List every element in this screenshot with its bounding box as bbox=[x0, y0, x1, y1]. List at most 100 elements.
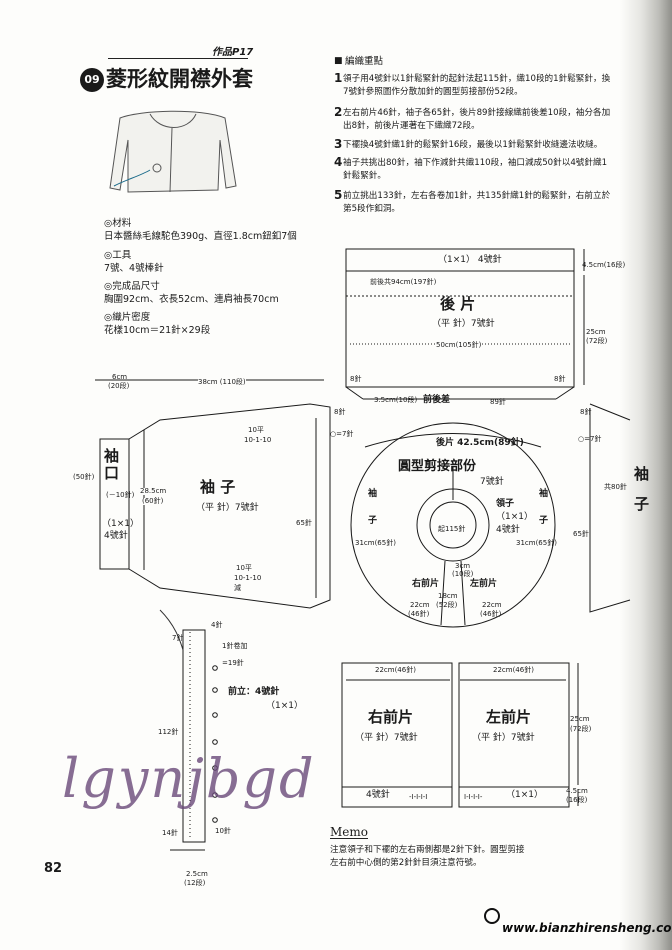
sleeve-cuff-title-2: 口 bbox=[104, 464, 120, 482]
left-front-rib-mark: I-I-I-I- bbox=[464, 793, 483, 801]
right-front-rib-label: 4號針 bbox=[366, 790, 390, 800]
right-sleeve-total: 共80針 bbox=[604, 483, 627, 491]
yoke-left-dim: 31cm(65針) bbox=[355, 539, 396, 547]
yoke-right-front: 右前片 bbox=[412, 579, 440, 589]
yoke-center-3cm-rows: (10段) bbox=[452, 570, 474, 578]
memo-line: 左右前中心側的第2針針目須注意符號。 bbox=[330, 858, 482, 868]
yoke-left-front-dim: 22cm bbox=[482, 601, 502, 609]
yoke-right-sleeve-1: 袖 bbox=[539, 489, 549, 499]
band-stitch-112: 112針 bbox=[158, 728, 179, 736]
right-front-stitch: （平 針）7號針 bbox=[355, 733, 418, 743]
right-front-width-dim: 22cm(46針) bbox=[375, 666, 416, 674]
sleeve-cuff-decrease: (－10針) bbox=[106, 491, 135, 499]
right-sleeve-outline bbox=[589, 403, 631, 613]
yoke-right-front-dim: 22cm bbox=[410, 601, 430, 609]
notes-heading: 編織重點 bbox=[345, 56, 384, 67]
note-line: 左右前片46針，袖子各65針，後片89針接線織前後差10段，袖分各加 bbox=[343, 108, 611, 118]
left-front-height-dim: 25cm bbox=[570, 715, 590, 723]
tools-heading: ◎工具 bbox=[104, 250, 132, 261]
size-text: 胸圍92cm、衣長52cm、連肩袖長70cm bbox=[104, 294, 279, 305]
sleeve-height-dim: 28.5cm bbox=[140, 487, 167, 495]
left-sleeve-outline bbox=[128, 403, 331, 609]
sleeve-cuff-stitches: (50針) bbox=[73, 473, 95, 481]
yoke-right-front-stitch: (46針) bbox=[408, 610, 430, 618]
memo-heading: Memo bbox=[330, 825, 368, 839]
right-sleeve-title-2: 子 bbox=[634, 495, 650, 513]
back-rib-height: 4.5cm(16段) bbox=[582, 261, 626, 269]
band-stitch-19: =19針 bbox=[222, 659, 244, 667]
right-sleeve-7: ○=7針 bbox=[578, 435, 602, 443]
band-title: 前立：4號針 bbox=[228, 687, 280, 697]
watermark-text: lgynjbgd bbox=[62, 747, 316, 810]
sleeve-bottom-inc-1: 10平 bbox=[236, 564, 252, 572]
page-spine-shadow bbox=[620, 0, 672, 950]
collar-circle bbox=[429, 501, 477, 549]
sleeve-right-7: ○=7針 bbox=[330, 430, 354, 438]
yoke-left-sleeve-2: 子 bbox=[368, 516, 378, 526]
back-body-outline bbox=[345, 271, 575, 388]
left-front-stitch: （平 針）7號針 bbox=[472, 733, 535, 743]
yoke-left-front-stitch: (46針) bbox=[480, 610, 502, 618]
sleeve-cuff-rib: （1×1） bbox=[102, 519, 139, 529]
sleeve-cuff-needle: 4號針 bbox=[104, 531, 128, 541]
band-stitch-14: 14針 bbox=[162, 829, 178, 837]
pattern-number-badge: 09 bbox=[80, 68, 104, 92]
sleeve-bottom-inc-3: 減 bbox=[234, 584, 241, 592]
left-front-title: 左前片 bbox=[486, 708, 532, 726]
note-line: 前立挑出133針，左右各卷加1針，共135針織1針的鬆緊針，右前立於 bbox=[343, 191, 611, 201]
back-stitch: （平 針）7號針 bbox=[432, 319, 495, 329]
left-front-rib-height: 4.5cm bbox=[566, 787, 588, 795]
materials-text: 日本醬絲毛線駝色390g、直徑1.8cm鈕釦7個 bbox=[104, 231, 297, 242]
left-front-height-rows: (72段) bbox=[570, 725, 592, 733]
site-logo-icon bbox=[484, 908, 500, 924]
gauge-text: 花樣10cm＝21針×29段 bbox=[104, 325, 211, 336]
yoke-center-3cm: 3cm bbox=[455, 562, 471, 570]
back-diff-label: 前後差 bbox=[423, 395, 451, 405]
note-line: 袖子共挑出80針，袖下作減針共織110段，袖口減成50針以4號針織1 bbox=[343, 158, 608, 168]
back-height-dim: 25cm bbox=[586, 328, 606, 336]
note-line: 針鬆緊針。 bbox=[343, 171, 386, 181]
note-number: 3 bbox=[334, 137, 343, 151]
sleeve-width-dim: 38cm (110段) bbox=[198, 378, 246, 386]
note-number: 1 bbox=[334, 71, 343, 85]
back-title: 後 片 bbox=[440, 295, 476, 313]
band-stitch-7: 7針 bbox=[172, 634, 184, 642]
yoke-start-stitch: 起115針 bbox=[438, 525, 466, 533]
yoke-title: 圓型剪接部份 bbox=[398, 459, 477, 474]
back-rib-rect bbox=[345, 248, 575, 272]
band-width-rows: (12段) bbox=[184, 879, 206, 887]
sleeve-bottom-inc-2: 10-1-10 bbox=[234, 574, 262, 582]
note-line: 下襬換4號針織1針的鬆緊針16段，最後以1針鬆緊針收縫邊法收縫。 bbox=[343, 140, 603, 150]
sleeve-cuff-title-1: 袖 bbox=[104, 447, 120, 465]
memo-line: 注意領子和下襬的左右兩側都是2針下針。圓型剪接 bbox=[330, 845, 525, 855]
site-url: www.bianzhirensheng.com bbox=[502, 921, 672, 935]
band-stitch-10: 10針 bbox=[215, 827, 231, 835]
sleeve-cuff-rect bbox=[99, 438, 130, 570]
gauge-heading: ◎織片密度 bbox=[104, 312, 151, 323]
page-reference-badge: 作品P17 bbox=[212, 47, 254, 58]
yoke-back-label: 後片 42.5cm(89針) bbox=[436, 438, 524, 448]
sleeve-title: 袖 子 bbox=[200, 478, 236, 496]
right-sleeve-8: 8針 bbox=[580, 408, 592, 416]
back-rib-label: （1×1） 4號針 bbox=[438, 255, 502, 265]
right-front-title: 右前片 bbox=[368, 708, 414, 726]
back-diff-stitch: 89針 bbox=[490, 398, 506, 406]
back-diff-dim: 3.5cm(10段) bbox=[374, 396, 418, 404]
yoke-right-dim: 31cm(65針) bbox=[516, 539, 557, 547]
sleeve-right-8: 8針 bbox=[334, 408, 346, 416]
yoke-collar-rib: （1×1） bbox=[496, 512, 533, 522]
sleeve-top-inc-1: 10平 bbox=[248, 426, 264, 434]
yoke-left-front: 左前片 bbox=[470, 579, 498, 589]
note-line: 第5段作釦洞。 bbox=[343, 204, 401, 214]
back-width-dim: 50cm(105針) bbox=[436, 341, 482, 349]
sleeve-height-stitch: (60針) bbox=[142, 497, 164, 505]
size-heading: ◎完成品尺寸 bbox=[104, 281, 160, 292]
left-front-width-dim: 22cm(46針) bbox=[493, 666, 534, 674]
yoke-center-rows: (52段) bbox=[436, 601, 458, 609]
header-rule bbox=[108, 58, 248, 59]
yoke-collar-title: 領子 bbox=[496, 499, 515, 509]
sleeve-top-inc-2: 10-1-10 bbox=[244, 436, 272, 444]
yoke-right-sleeve-2: 子 bbox=[539, 516, 549, 526]
yoke-needle: 7號針 bbox=[480, 477, 504, 487]
sleeve-cuff-rows: (20段) bbox=[108, 382, 130, 390]
